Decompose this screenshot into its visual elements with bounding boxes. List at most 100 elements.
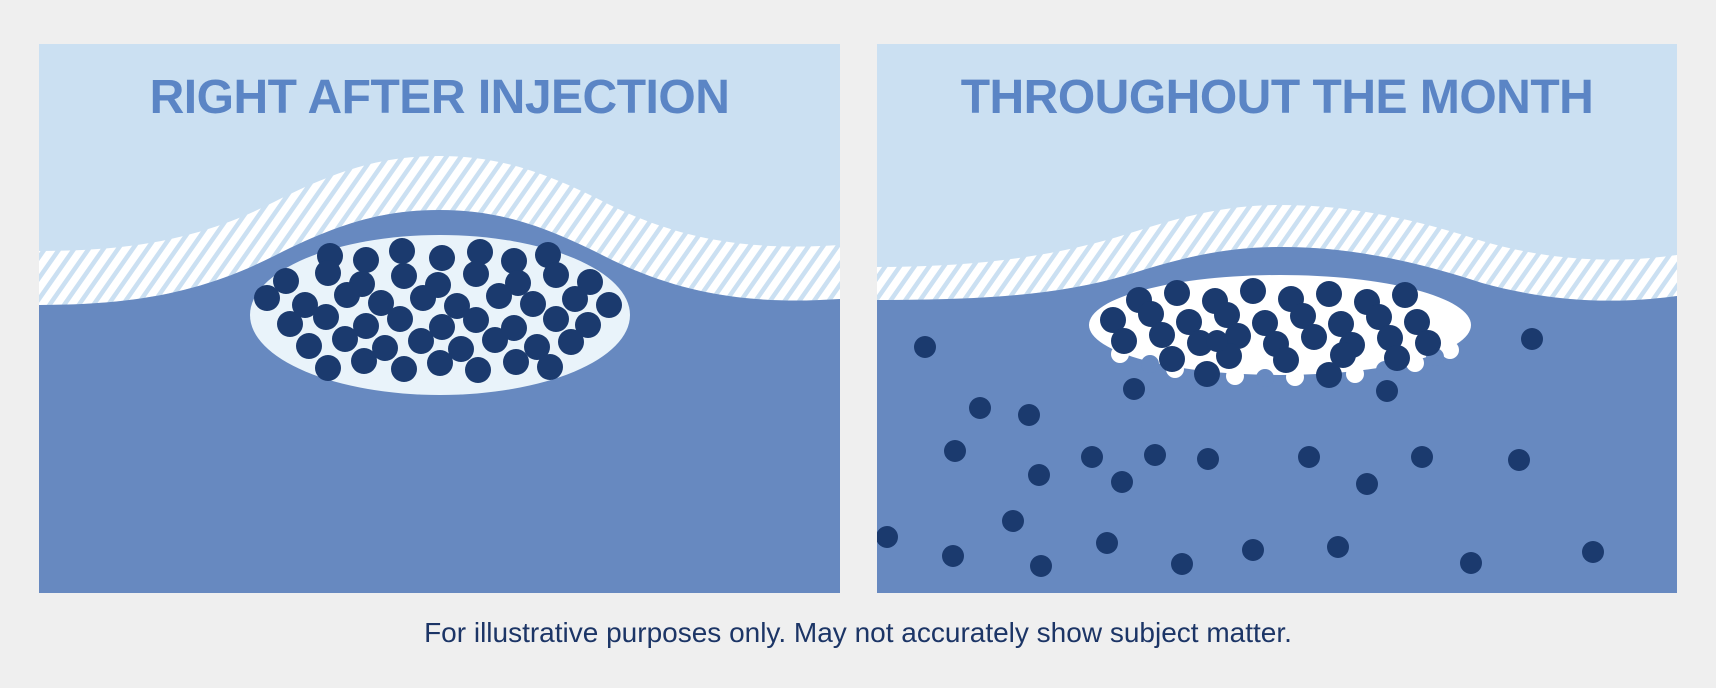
dot: [1330, 342, 1356, 368]
dot: [482, 327, 508, 353]
dot: [1123, 378, 1145, 400]
dot: [296, 333, 322, 359]
dot: [596, 292, 622, 318]
dot: [372, 335, 398, 361]
dot: [543, 306, 569, 332]
dot: [444, 293, 470, 319]
dot: [1100, 307, 1126, 333]
dot: [429, 245, 455, 271]
dot: [1018, 404, 1040, 426]
dot: [334, 282, 360, 308]
dot: [537, 354, 563, 380]
dot: [535, 242, 561, 268]
dot: [277, 311, 303, 337]
dot: [408, 328, 434, 354]
dot: [391, 263, 417, 289]
dot: [351, 348, 377, 374]
illustration-left: [39, 44, 840, 593]
dot: [1356, 473, 1378, 495]
medication-particles-depot: [254, 238, 622, 383]
dot: [292, 292, 318, 318]
dot: [1002, 510, 1024, 532]
dot: [448, 336, 474, 362]
tissue-layer: [39, 210, 840, 593]
dot: [1286, 368, 1304, 386]
dot: [254, 285, 280, 311]
dot: [1214, 302, 1240, 328]
panel-title-right: THROUGHOUT THE MONTH: [960, 71, 1594, 124]
medication-particles-dispersed: [877, 328, 1604, 577]
panel-right-after-injection: RIGHT AFTER INJECTION: [39, 44, 840, 593]
dot: [503, 349, 529, 375]
dot: [1141, 355, 1159, 373]
dot: [1441, 341, 1459, 359]
dot: [1384, 345, 1410, 371]
dot: [1149, 322, 1175, 348]
dot: [465, 357, 491, 383]
dot: [558, 329, 584, 355]
dot: [969, 397, 991, 419]
medication-particles-depot: [1100, 278, 1441, 388]
skin-hatch-band: [877, 205, 1677, 301]
dot: [1377, 325, 1403, 351]
dot: [944, 440, 966, 462]
dot: [877, 526, 898, 548]
dot: [501, 248, 527, 274]
panel-throughout-the-month: THROUGHOUT THE MONTH: [877, 44, 1677, 593]
dot: [1404, 309, 1430, 335]
dot: [1206, 330, 1228, 352]
dot: [1290, 303, 1316, 329]
dot: [463, 307, 489, 333]
dot: [1508, 449, 1530, 471]
dot: [505, 270, 531, 296]
dot: [942, 545, 964, 567]
tissue-layer: [877, 247, 1677, 593]
dot: [332, 326, 358, 352]
dot: [1111, 471, 1133, 493]
skin-hatch-band: [39, 156, 840, 305]
dot: [1273, 347, 1299, 373]
dot: [1346, 365, 1364, 383]
dot: [1225, 323, 1251, 349]
dot: [1030, 555, 1052, 577]
dot: [1415, 330, 1441, 356]
dot: [577, 269, 603, 295]
panel-title-left: RIGHT AFTER INJECTION: [149, 71, 730, 124]
dot: [315, 355, 341, 381]
dot: [368, 290, 394, 316]
dot: [520, 291, 546, 317]
dot: [914, 336, 936, 358]
dot: [1226, 367, 1244, 385]
dot: [1316, 362, 1342, 388]
dot: [353, 247, 379, 273]
dot: [524, 334, 550, 360]
dot: [575, 312, 601, 338]
dot: [1327, 536, 1349, 558]
dot: [1252, 310, 1278, 336]
dot: [1521, 328, 1543, 350]
dot: [463, 261, 489, 287]
dot: [1242, 539, 1264, 561]
dot: [427, 350, 453, 376]
dot: [1256, 369, 1274, 387]
dot: [1328, 311, 1354, 337]
illustration-right: [877, 44, 1677, 593]
dot: [1159, 346, 1185, 372]
dot: [1144, 444, 1166, 466]
dot: [1298, 446, 1320, 468]
dot: [1392, 282, 1418, 308]
dot: [501, 315, 527, 341]
dot: [1460, 552, 1482, 574]
dot: [391, 356, 417, 382]
dot: [1366, 304, 1392, 330]
dot: [313, 304, 339, 330]
dot: [1081, 446, 1103, 468]
dot: [1138, 301, 1164, 327]
dot: [1187, 330, 1213, 356]
dot: [1301, 324, 1327, 350]
dot: [315, 260, 341, 286]
dot: [1164, 280, 1190, 306]
dot: [1096, 532, 1118, 554]
dot: [1028, 464, 1050, 486]
